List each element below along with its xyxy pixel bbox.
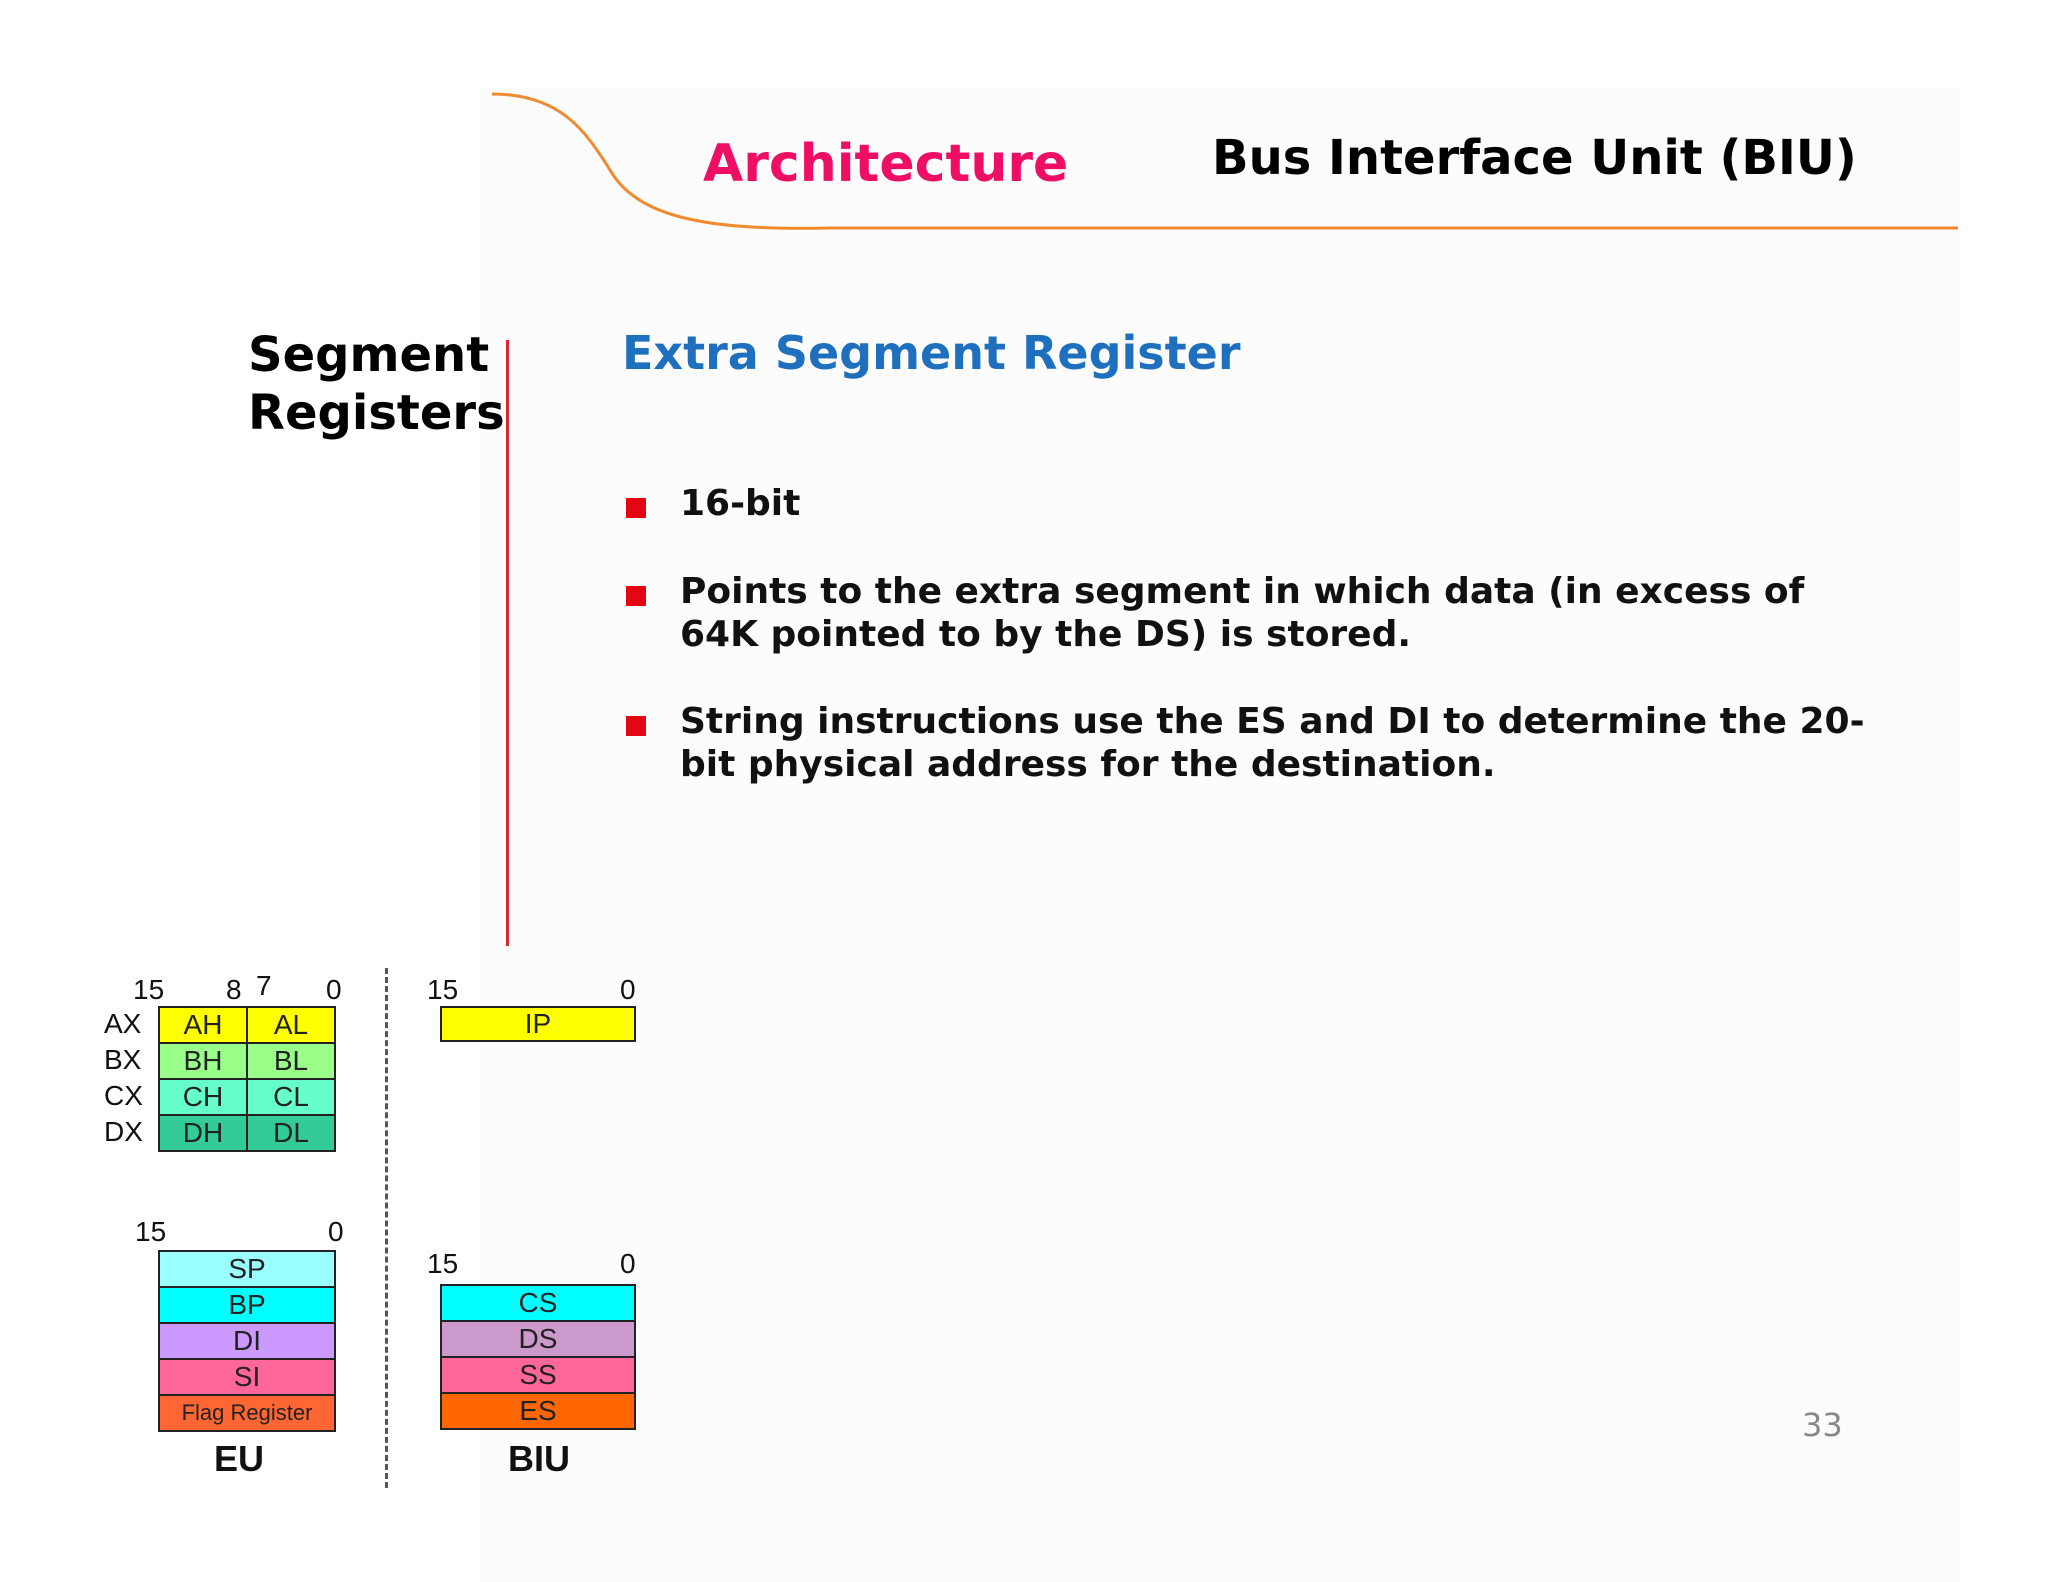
- segment-register: SS: [440, 1356, 636, 1394]
- topic-heading: Extra Segment Register: [622, 326, 1241, 380]
- gp-register-high: AH: [158, 1006, 248, 1044]
- bullet-text: String instructions use the ES and DI to…: [680, 701, 1865, 785]
- ip-register: IP: [440, 1006, 636, 1042]
- bullet-square-icon: [626, 498, 646, 518]
- bullet-text: 16-bit: [680, 483, 801, 524]
- ptr-bit-15: 15: [135, 1216, 167, 1247]
- gp-register-name: BX: [104, 1044, 142, 1075]
- gp-register-name: DX: [104, 1116, 143, 1147]
- ip-bit-0: 0: [620, 974, 636, 1005]
- header-title-architecture: Architecture: [703, 134, 1069, 194]
- segment-register: DS: [440, 1320, 636, 1358]
- seg-bit-15: 15: [427, 1248, 459, 1279]
- section-title-line1: Segment: [248, 327, 490, 383]
- eu-biu-divider: [385, 968, 388, 1488]
- header-title-biu: Bus Interface Unit (BIU): [1212, 130, 1857, 186]
- gp-register-high: DH: [158, 1114, 248, 1152]
- page-number: 33: [1802, 1406, 1843, 1444]
- segment-register: ES: [440, 1392, 636, 1430]
- flag-register: Flag Register: [158, 1394, 336, 1432]
- section-divider: [506, 340, 509, 946]
- pointer-register: SI: [158, 1358, 336, 1396]
- gp-register-low: BL: [246, 1042, 336, 1080]
- gp-register-low: CL: [246, 1078, 336, 1116]
- gp-register-high: CH: [158, 1078, 248, 1116]
- gp-bit-7: 7: [256, 970, 272, 1001]
- section-title: Segment Registers: [248, 326, 505, 442]
- header-decoration: [491, 92, 1958, 230]
- ip-bit-15: 15: [427, 974, 459, 1005]
- gp-bit-0: 0: [326, 974, 342, 1005]
- gp-register-low: DL: [246, 1114, 336, 1152]
- gp-bit-15: 15: [133, 974, 165, 1005]
- pointer-register: SP: [158, 1250, 336, 1288]
- gp-register-name: AX: [104, 1008, 142, 1039]
- bullet-square-icon: [626, 716, 646, 736]
- biu-label: BIU: [508, 1438, 570, 1479]
- eu-label: EU: [214, 1438, 265, 1479]
- ptr-bit-0: 0: [328, 1216, 344, 1247]
- section-title-line2: Registers: [248, 385, 505, 441]
- bullet-square-icon: [626, 586, 646, 606]
- gp-register-high: BH: [158, 1042, 248, 1080]
- gp-bit-8: 8: [226, 974, 242, 1005]
- gp-register-name: CX: [104, 1080, 143, 1111]
- segment-register: CS: [440, 1284, 636, 1322]
- pointer-register: DI: [158, 1322, 336, 1360]
- pointer-register: BP: [158, 1286, 336, 1324]
- gp-register-low: AL: [246, 1006, 336, 1044]
- seg-bit-0: 0: [620, 1248, 636, 1279]
- slide-background: [480, 88, 1960, 1582]
- bullet-text: Points to the extra segment in which dat…: [680, 571, 1805, 655]
